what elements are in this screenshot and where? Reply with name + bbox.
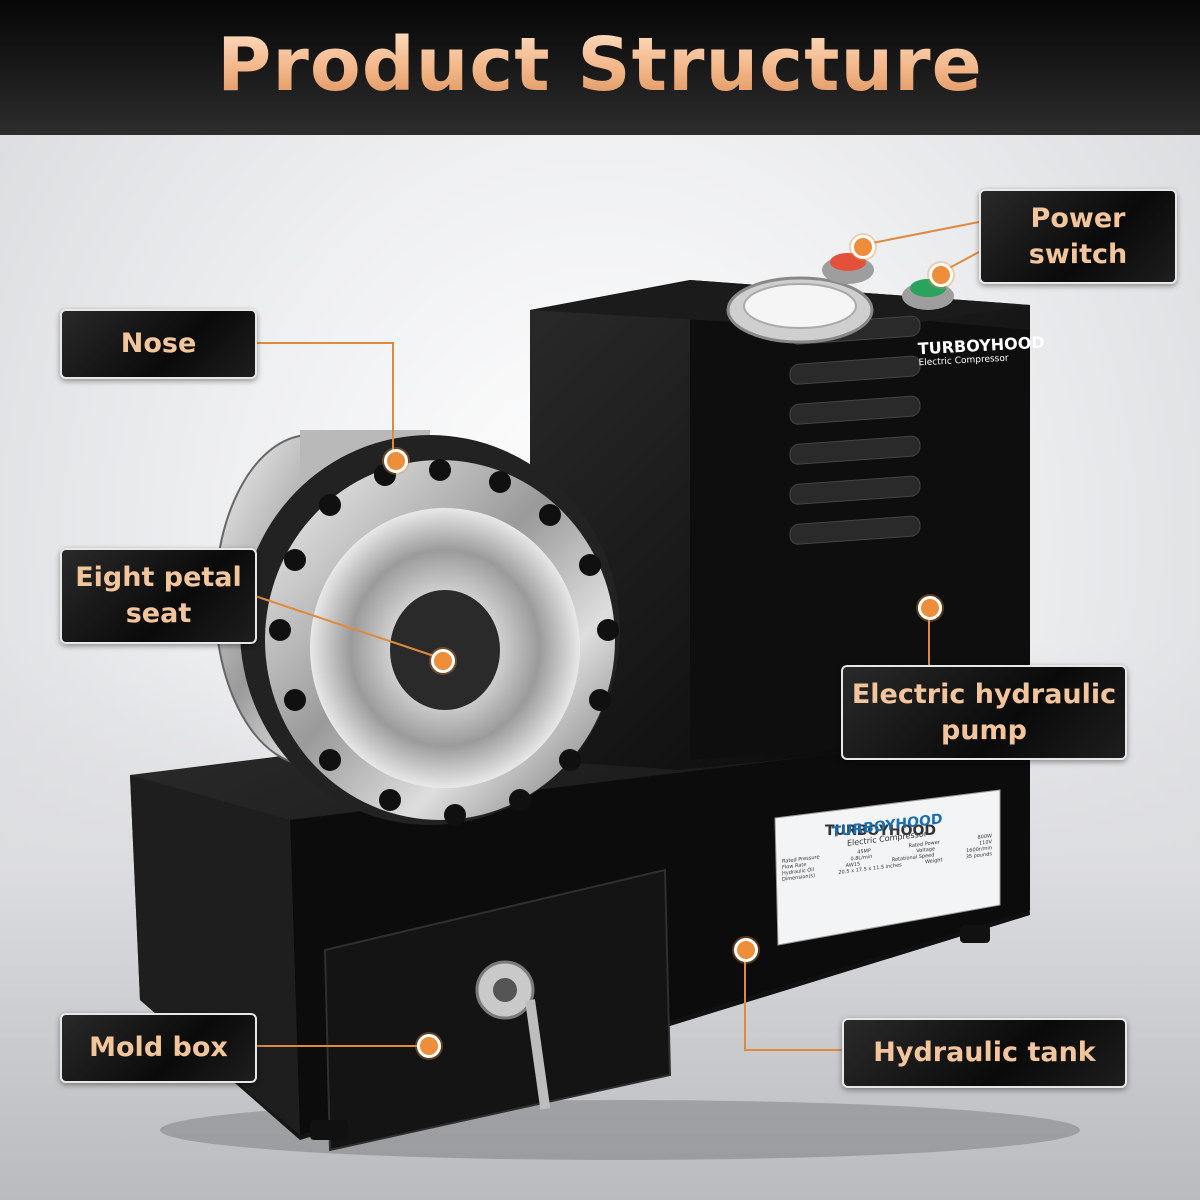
label-power-switch-line2: switch	[1028, 238, 1128, 270]
label-electric-pump-line2: pump	[940, 714, 1027, 746]
label-power-switch-line1: Power	[1030, 202, 1126, 234]
mold-box-marker	[417, 1034, 441, 1058]
label-hydraulic-tank-text: Hydraulic tank	[873, 1037, 1096, 1068]
label-mold-box-text: Mold box	[89, 1032, 228, 1063]
power-switch-green-marker	[929, 263, 953, 287]
power-switch-leader-red	[861, 221, 980, 246]
label-eight-petal-seat-line1: Eight petal	[75, 562, 242, 593]
hydraulic-tank-marker	[734, 938, 758, 962]
label-nose: Nose	[60, 309, 257, 379]
power-switch-red-marker	[851, 235, 875, 259]
plate-brand: TURBOYHOOD	[825, 823, 936, 839]
label-eight-petal-seat-line2: seat	[125, 598, 192, 629]
nose-leader	[255, 342, 394, 458]
label-eight-petal-seat: Eight petal seat	[60, 548, 257, 644]
eight-petal-seat-marker	[431, 649, 455, 673]
label-hydraulic-tank: Hydraulic tank	[842, 1018, 1127, 1088]
electric-pump-marker	[918, 596, 942, 620]
hydraulic-tank-leader	[744, 948, 842, 1051]
label-nose-text: Nose	[120, 328, 197, 359]
label-electric-pump-line1: Electric hydraulic	[851, 678, 1117, 710]
label-power-switch: Power switch	[979, 189, 1177, 284]
eight-petal-leader	[254, 595, 441, 659]
header-band: Product Structure	[0, 0, 1200, 135]
page-title: Product Structure	[0, 22, 1200, 108]
label-mold-box: Mold box	[60, 1013, 257, 1083]
label-electric-hydraulic-pump: Electric hydraulic pump	[841, 665, 1127, 760]
nose-marker	[384, 449, 408, 473]
